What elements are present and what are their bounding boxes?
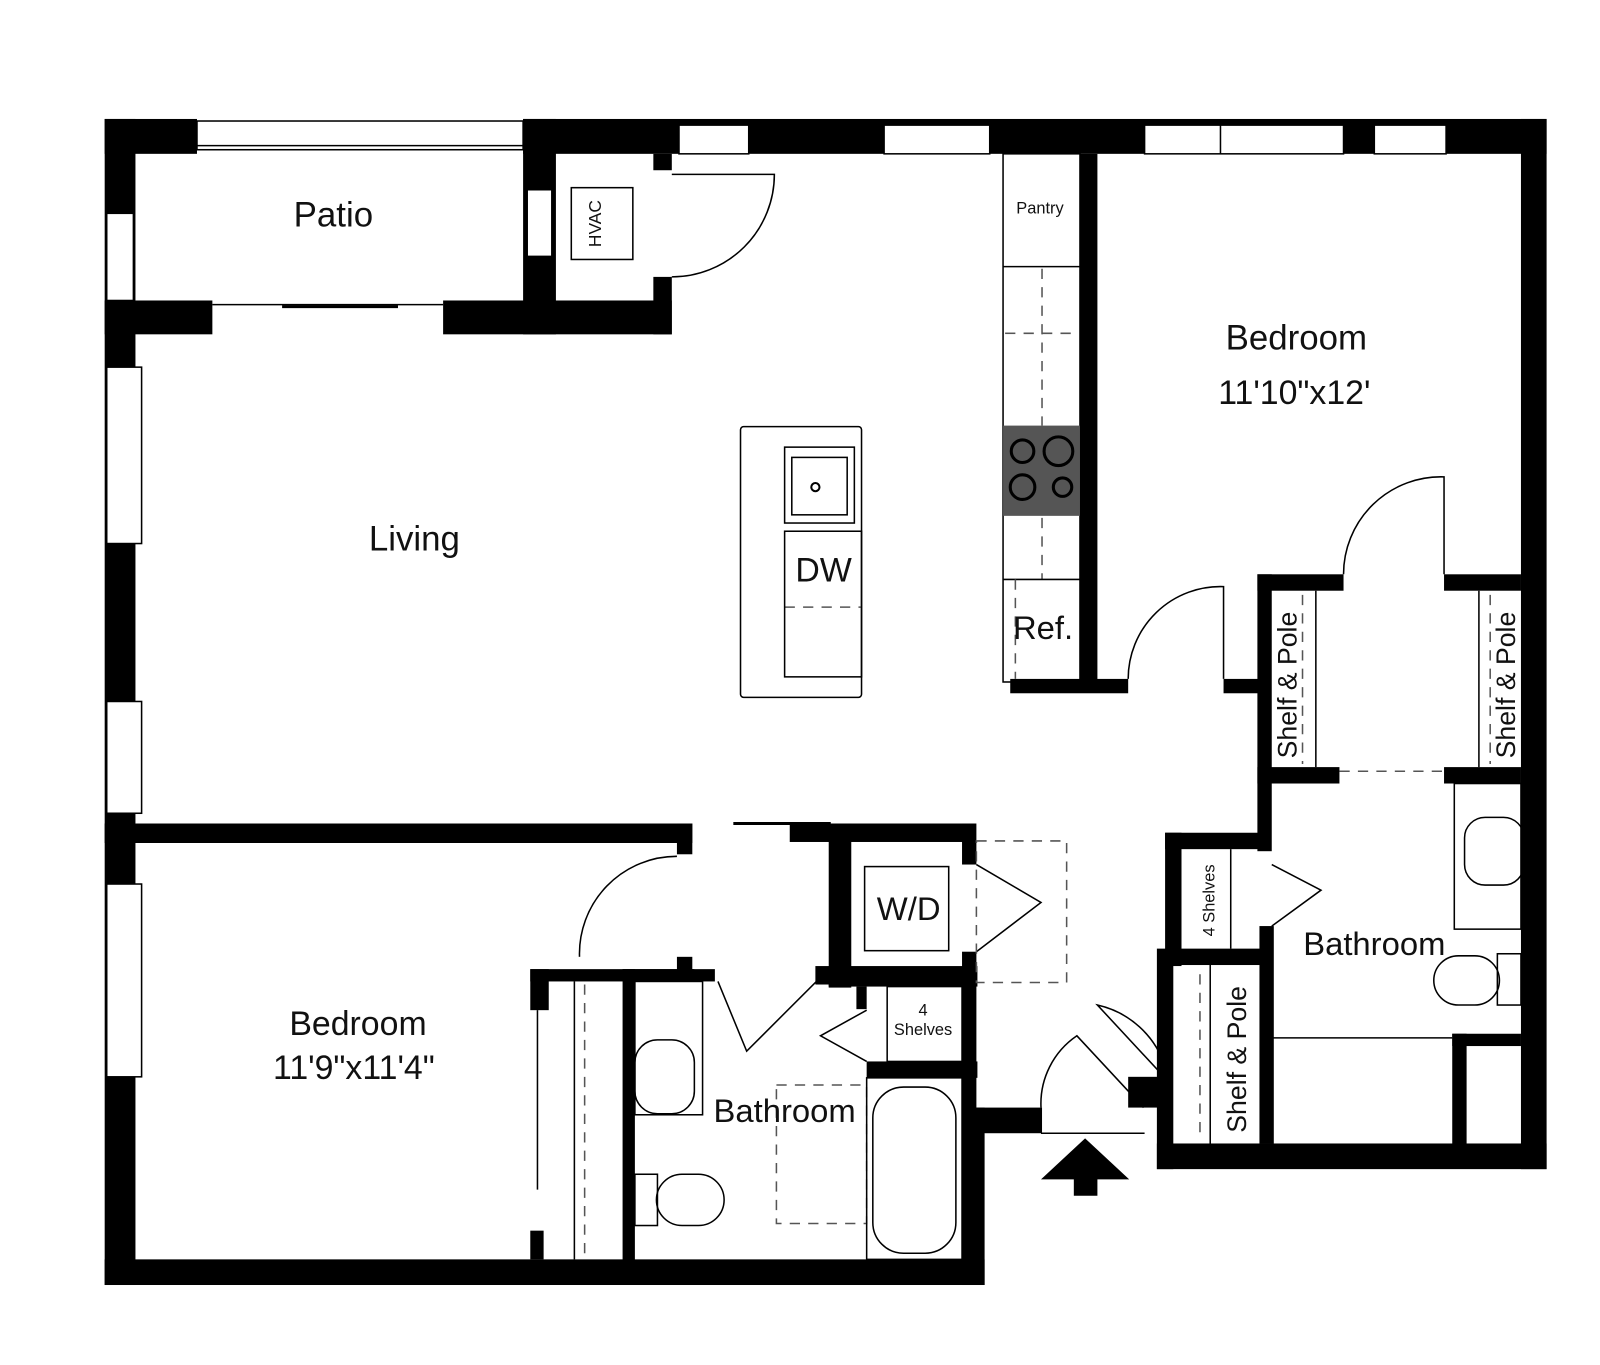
doors (578, 173, 1445, 1196)
label-4-shelves: 4 Shelves (1200, 864, 1218, 936)
fixtures (536, 186, 1525, 1261)
room-label-living: Living (369, 520, 460, 559)
label-dishwasher: DW (795, 551, 851, 589)
room-label-hvac: HVAC (585, 200, 605, 247)
label-shelves-count: 4 (919, 1001, 928, 1019)
room-size-bedroom-second: 11'9"x11'4" (273, 1049, 435, 1087)
label-refrigerator: Ref. (1013, 609, 1073, 646)
label-closet-entry: Shelf & Pole (1222, 986, 1252, 1133)
room-label-patio: Patio (294, 196, 373, 235)
label-closet-left: Shelf & Pole (1272, 612, 1302, 759)
labels: Patio HVAC Pantry Living DW Ref. Bedroom… (273, 196, 1521, 1133)
label-shelves: Shelves (894, 1021, 952, 1039)
room-label-bedroom-main: Bedroom (1226, 319, 1367, 358)
windows (105, 120, 1447, 1078)
room-label-pantry: Pantry (1016, 199, 1064, 217)
room-size-bedroom-main: 11'10"x12' (1218, 374, 1370, 412)
room-label-bathroom-main: Bathroom (1303, 925, 1445, 962)
kitchen (739, 153, 1081, 699)
room-label-bathroom-second: Bathroom (714, 1092, 856, 1129)
room-label-bedroom-second: Bedroom (289, 1005, 426, 1043)
label-washer-dryer: W/D (877, 890, 941, 927)
label-closet-right: Shelf & Pole (1491, 612, 1521, 759)
entry-arrow-icon (1041, 1138, 1130, 1196)
